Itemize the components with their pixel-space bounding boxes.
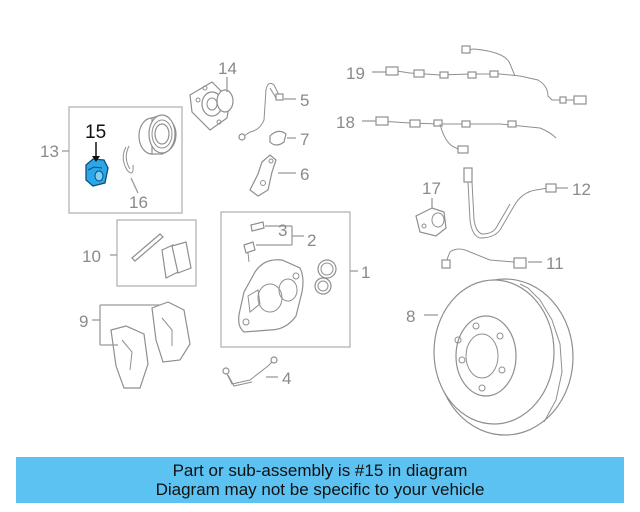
callout-13: 13 (40, 142, 59, 161)
callout-7: 7 (300, 130, 309, 149)
group-10-frame (116, 219, 197, 287)
callout-6: 6 (300, 165, 309, 184)
bleeder-screws (243, 221, 265, 263)
callout-3: 3 (278, 221, 287, 240)
brake-line-5 (238, 82, 284, 141)
callout-1: 1 (361, 263, 370, 282)
caption-banner: Part or sub-assembly is #15 in diagram D… (16, 457, 624, 503)
group-1-frame (220, 211, 351, 348)
callout-12: 12 (572, 180, 591, 199)
brake-rotor (433, 278, 574, 436)
piston-seals (314, 259, 337, 295)
callout-15: 15 (85, 122, 106, 143)
callout-5: 5 (300, 91, 309, 110)
group-10: 10 (82, 219, 197, 287)
callout-11: 11 (546, 254, 564, 273)
callout-17: 17 (422, 179, 441, 198)
wear-sensor-11 (441, 248, 527, 269)
brake-hose-12 (463, 167, 557, 239)
callout-14: 14 (218, 59, 237, 78)
callout-2: 2 (307, 231, 316, 250)
clip-7 (269, 130, 287, 146)
brake-pads (110, 301, 191, 389)
brake-hose-4 (222, 356, 278, 387)
callout-4: 4 (282, 369, 291, 388)
wear-sensor-19 (385, 45, 587, 105)
bracket-6 (249, 154, 277, 197)
wear-sensor-18 (375, 116, 557, 154)
wheel-bearing (138, 114, 177, 155)
abs-sensor-17 (415, 207, 447, 237)
group-13: 13 16 15 (40, 106, 183, 214)
caption-line-2: Diagram may not be specific to your vehi… (155, 480, 485, 499)
callout-9: 9 (79, 312, 88, 331)
callout-19: 19 (346, 64, 365, 83)
group-1: 1 3 2 (220, 211, 370, 348)
snap-ring (122, 145, 134, 174)
callout-18: 18 (336, 113, 355, 132)
group-13-frame (68, 106, 183, 214)
pad-hardware (131, 233, 192, 279)
highlighted-part-15 (85, 158, 109, 187)
callout-16: 16 (129, 193, 148, 212)
callout-8: 8 (406, 307, 415, 326)
callout-10: 10 (82, 247, 101, 266)
brake-caliper (238, 259, 304, 333)
wheel-hub (189, 81, 234, 131)
caption-line-1: Part or sub-assembly is #15 in diagram (172, 461, 468, 480)
